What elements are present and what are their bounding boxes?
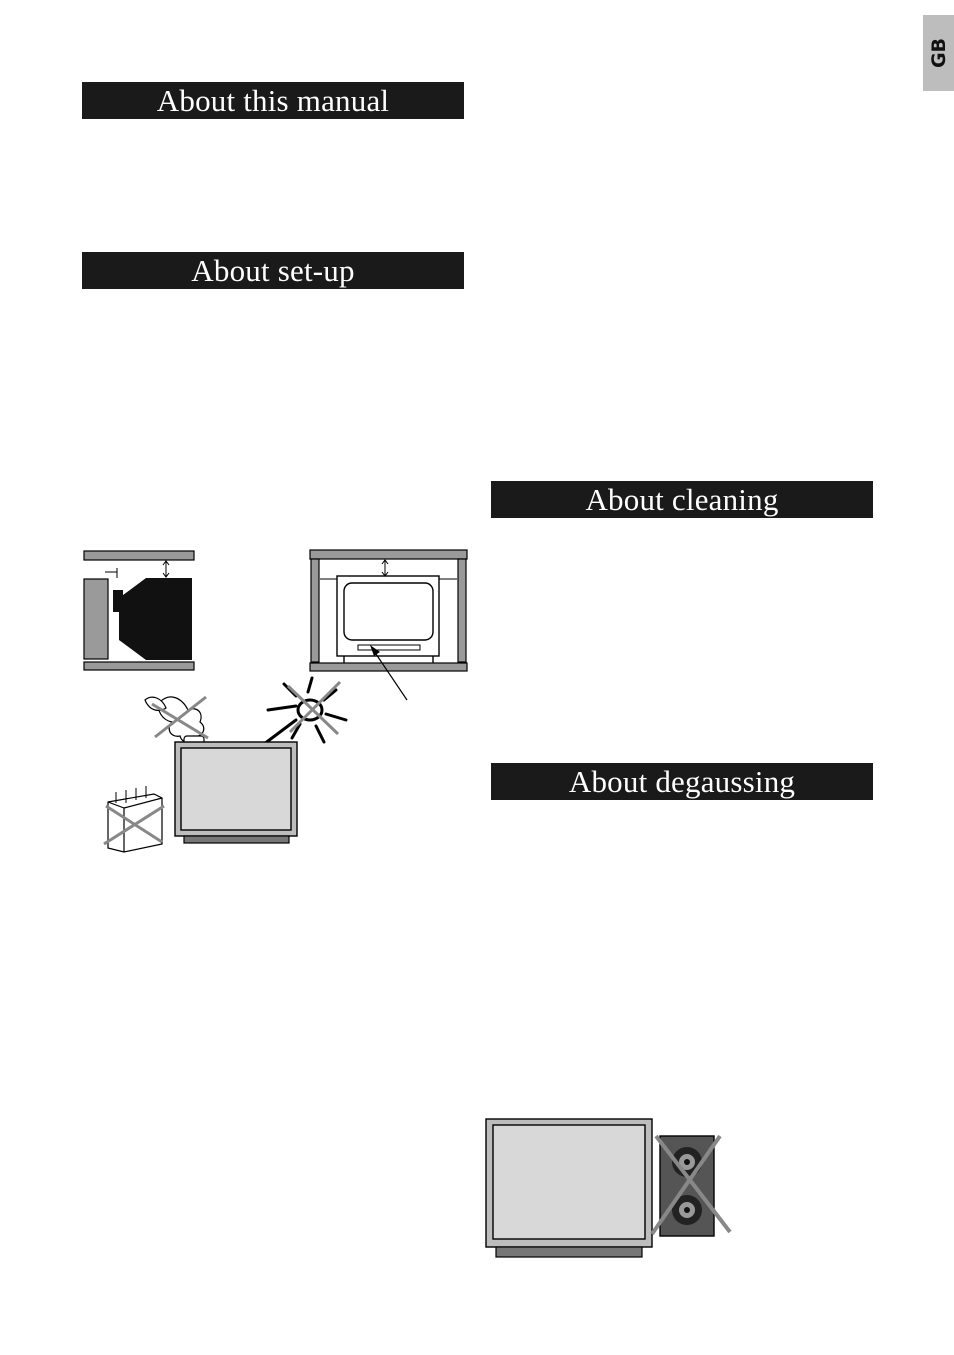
- tv-side-view-clearance-icon: [83, 550, 195, 671]
- language-tab-label: GB: [927, 37, 950, 69]
- heading-about-degaussing: About degaussing: [491, 763, 873, 800]
- flower-vase-icon: [144, 695, 209, 745]
- sun-icon: [262, 676, 348, 746]
- television-icon: [174, 741, 298, 844]
- language-tab: GB: [923, 15, 954, 91]
- speaker-icon: [650, 1134, 732, 1237]
- heading-about-cleaning: About cleaning: [491, 481, 873, 518]
- tv-placement-hazards-icon: [103, 676, 348, 853]
- heading-about-this-manual: About this manual: [82, 82, 464, 119]
- tv-front-view-clearance-icon: [309, 549, 468, 701]
- heater-icon: [103, 786, 165, 853]
- tv-speaker-degaussing-icon: [485, 1118, 732, 1258]
- heading-about-set-up: About set-up: [82, 252, 464, 289]
- television-icon: [485, 1118, 653, 1258]
